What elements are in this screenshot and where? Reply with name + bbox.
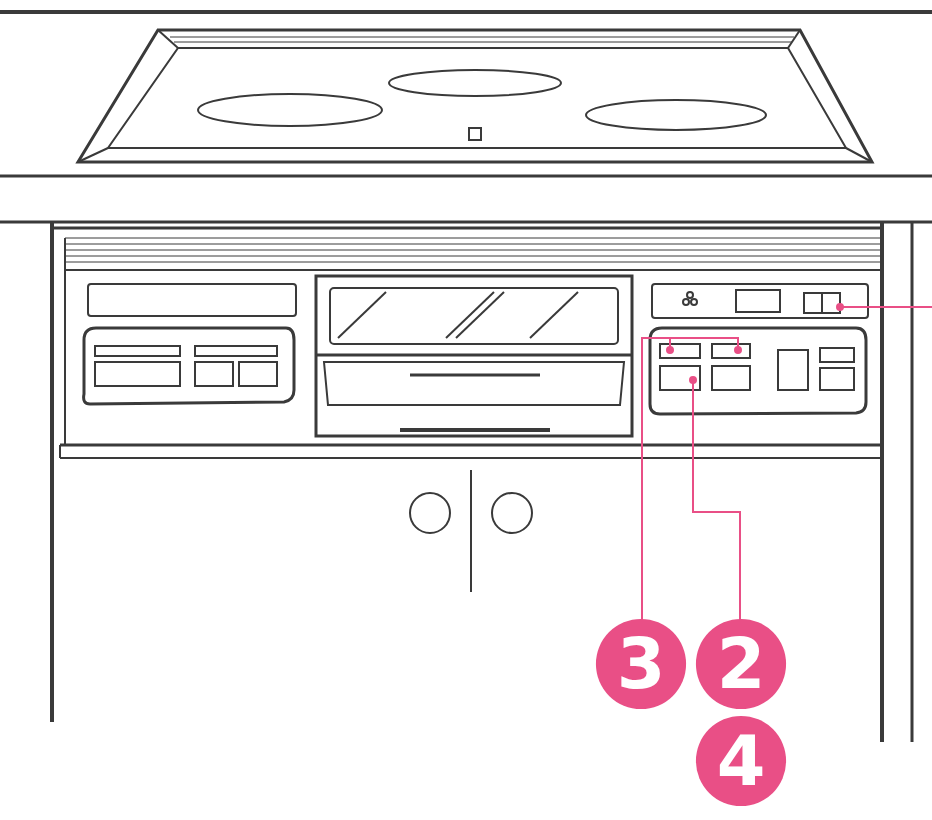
edge-line <box>0 10 932 14</box>
burner <box>389 70 561 96</box>
control-panel <box>650 328 866 414</box>
grill <box>316 276 632 436</box>
callout-number: 2 <box>717 629 766 699</box>
cabinet-knob <box>492 493 532 533</box>
display-panel <box>652 284 868 318</box>
sensor-tab <box>469 128 481 140</box>
callout-number: 3 <box>617 629 666 699</box>
burner <box>586 100 766 130</box>
callout-circle: 4 <box>695 715 787 807</box>
control-panel <box>84 328 294 404</box>
cabinet-knob <box>410 493 450 533</box>
cooktop-frame <box>78 30 872 162</box>
callout-circle: 3 <box>595 618 687 710</box>
callout-number: 4 <box>717 726 766 796</box>
grill-window <box>330 288 618 344</box>
display-panel <box>88 284 296 316</box>
callout-circle: 2 <box>695 618 787 710</box>
cooktop-glass <box>108 48 846 148</box>
leader-lines <box>642 304 932 620</box>
burner <box>198 94 382 126</box>
